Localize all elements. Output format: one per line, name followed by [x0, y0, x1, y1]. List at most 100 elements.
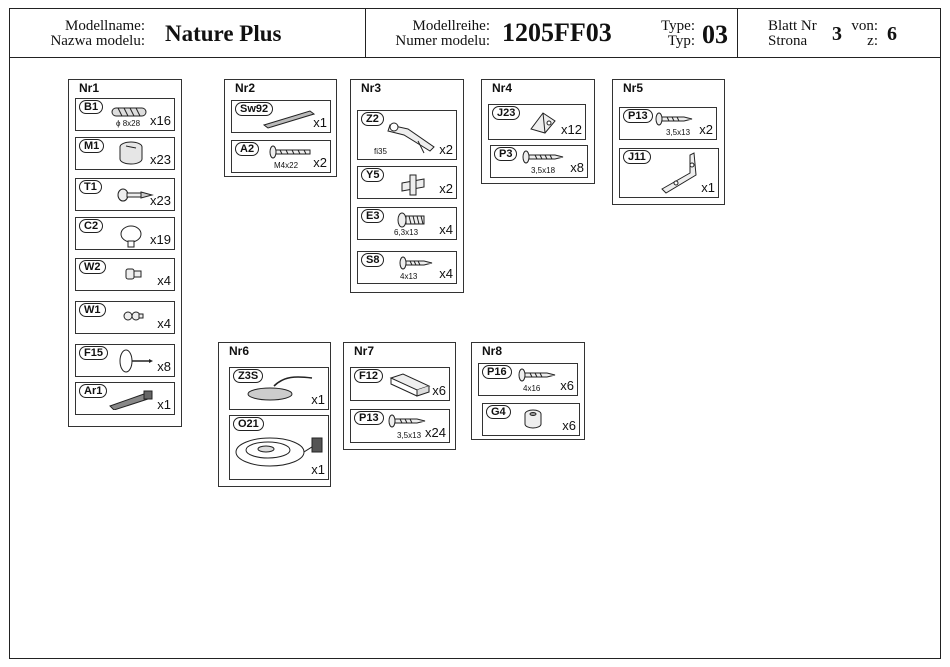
group-nr5: Nr5 P13 3,5x13 x2 J11 x1 [612, 79, 725, 205]
part-quantity: x6 [560, 378, 574, 393]
screw-icon [399, 256, 433, 270]
part-dimension: fi35 [374, 147, 387, 156]
type-label-de: Type: [661, 18, 695, 34]
series-value: 1205FF03 [502, 18, 612, 47]
part-quantity: x12 [561, 122, 582, 137]
part-quantity: x4 [439, 222, 453, 237]
type-label: Type: Typ: [645, 19, 695, 49]
screw-icon [522, 150, 564, 164]
part-quantity: x6 [562, 418, 576, 433]
part-quantity: x2 [699, 122, 713, 137]
corner-block-icon [530, 112, 556, 134]
part-code: G4 [486, 405, 511, 419]
group-nr1: Nr1 B1 ϕ 8x28 x16 M1 x23 T1 x23 C2 x19 W… [68, 79, 182, 427]
cover-cap-icon [120, 225, 142, 248]
bumper-icon [524, 409, 542, 429]
part-p3: P3 3,5x18 x8 [490, 145, 588, 178]
of-label-pl: z: [867, 33, 878, 49]
part-dimension: 3,5x13 [397, 431, 422, 440]
part-dimension: 4x13 [400, 272, 418, 281]
part-code: J11 [623, 150, 651, 164]
group-title: Nr8 [482, 344, 503, 358]
part-s8: S8 4x13 x4 [357, 251, 457, 284]
bolt-icon [269, 145, 311, 159]
part-code: P13 [354, 411, 384, 425]
part-z2: Z2 fi35 x2 [357, 110, 457, 160]
part-code: E3 [361, 209, 385, 223]
handle-icon [262, 110, 316, 129]
cam-lock-icon [119, 141, 143, 165]
part-code: Z2 [361, 112, 384, 126]
model-name: Nature Plus [165, 21, 282, 46]
group-nr4: Nr4 J23 x12 P3 3,5x18 x8 [481, 79, 595, 184]
group-nr7: Nr7 F12 x6 P13 3,5x13 x24 [343, 342, 456, 450]
hinge-plate-icon [401, 174, 425, 196]
part-quantity: x1 [311, 392, 325, 407]
part-p13: P13 3,5x13 x2 [619, 107, 717, 140]
part-t1: T1 x23 [75, 178, 175, 211]
part-quantity: x1 [701, 180, 715, 195]
part-code: M1 [79, 139, 105, 153]
part-quantity: x4 [157, 273, 171, 288]
of-value: 6 [887, 23, 897, 45]
part-quantity: x19 [150, 232, 171, 247]
part-code: W1 [79, 303, 106, 317]
part-code: P3 [494, 147, 518, 161]
sheet-label-pl: Strona [768, 33, 808, 49]
part-code: W2 [79, 260, 106, 274]
screw-icon [655, 112, 693, 126]
part-f15: F15 x8 [75, 344, 175, 377]
part-quantity: x23 [150, 193, 171, 208]
part-a2: A2 M4x22 x2 [231, 140, 331, 173]
screw-icon [388, 414, 426, 428]
shelf-pin-icon [125, 268, 142, 280]
part-quantity: x1 [311, 462, 325, 477]
part-w1: W1 x4 [75, 301, 175, 334]
part-c2: C2 x19 [75, 217, 175, 250]
cable-icon [247, 376, 313, 401]
part-j23: J23 x12 [488, 104, 586, 140]
part-f12: F12 x6 [350, 367, 450, 401]
part-dimension: M4x22 [274, 161, 299, 170]
angle-bracket-icon [661, 152, 697, 194]
lamp-icon [235, 437, 323, 467]
part-m1: M1 x23 [75, 137, 175, 170]
of-label-de: von: [851, 18, 878, 34]
parts-sheet: Modellname: Nazwa modelu: Nature Plus Mo… [9, 8, 941, 659]
group-nr2: Nr2 Sw92 x1 A2 M4x22 x2 [224, 79, 337, 177]
part-quantity: x1 [313, 115, 327, 130]
group-title: Nr6 [229, 344, 250, 358]
part-quantity: x8 [157, 359, 171, 374]
gas-lift-icon [109, 390, 153, 410]
bracket-icon [389, 373, 431, 397]
part-code: Z3S [233, 369, 264, 383]
part-j11: J11 x1 [619, 148, 719, 198]
part-sw92: Sw92 x1 [231, 100, 331, 133]
sheet-label-de: Blatt Nr [768, 18, 817, 34]
part-code: F12 [354, 369, 383, 383]
part-code: Y5 [361, 168, 385, 182]
part-quantity: x2 [439, 142, 453, 157]
part-quantity: x24 [425, 425, 446, 440]
part-code: C2 [79, 219, 104, 233]
part-quantity: x23 [150, 152, 171, 167]
part-p13-b: P13 3,5x13 x24 [350, 409, 450, 443]
part-g4: G4 x6 [482, 403, 580, 436]
part-quantity: x1 [157, 397, 171, 412]
group-title: Nr5 [623, 81, 644, 95]
part-dimension: 6,3x13 [394, 228, 419, 237]
type-label-pl: Typ: [667, 33, 695, 49]
group-title: Nr3 [361, 81, 382, 95]
part-dimension: 3,5x18 [531, 166, 556, 175]
model-label: Modellname: Nazwa modelu: [30, 19, 145, 49]
group-nr6: Nr6 Z3S x1 O21 x1 [218, 342, 331, 487]
screw-icon [518, 368, 556, 382]
group-nr3: Nr3 Z2 fi35 x2 Y5 x2 E3 6,3x13 x4 S8 4x1… [350, 79, 464, 293]
sheet-value: 3 [832, 23, 842, 45]
part-b1: B1 ϕ 8x28 x16 [75, 98, 175, 131]
group-title: Nr2 [235, 81, 256, 95]
part-dimension: 3,5x13 [666, 128, 691, 137]
part-code: F15 [79, 346, 108, 360]
part-code: Sw92 [235, 102, 274, 116]
cam-bolt-icon [117, 188, 154, 202]
